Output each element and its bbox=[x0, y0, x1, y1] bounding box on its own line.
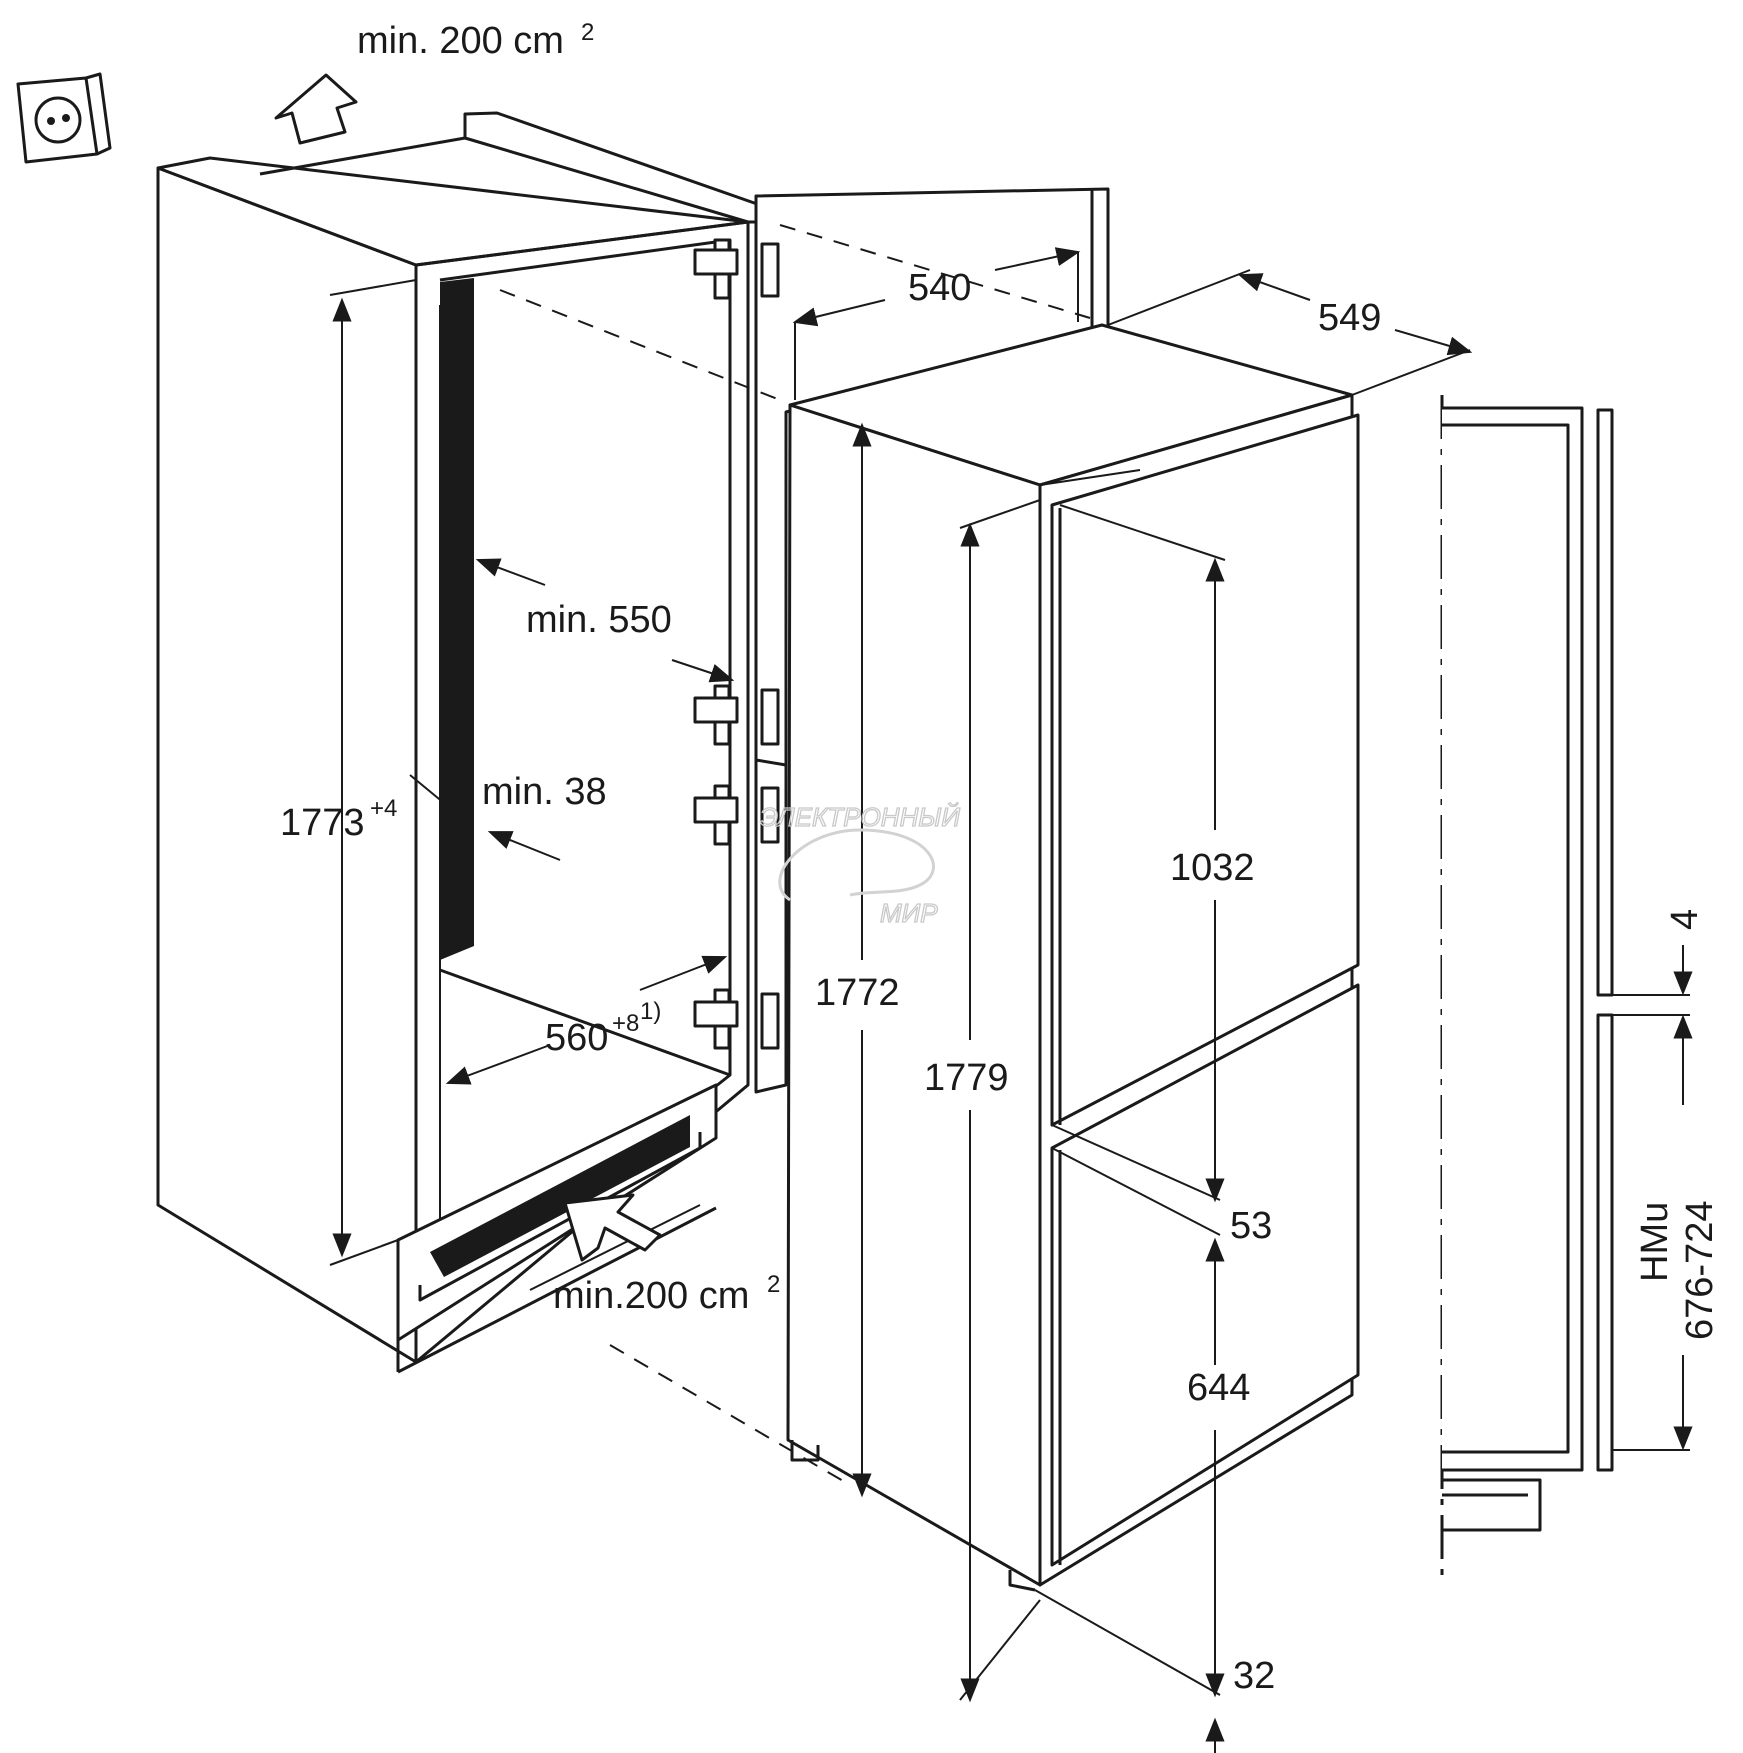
niche-width-label: 560 +8 1) bbox=[545, 998, 661, 1059]
svg-text:1): 1) bbox=[640, 998, 661, 1025]
width-label: 540 bbox=[908, 267, 971, 309]
svg-text:+4: +4 bbox=[370, 795, 397, 822]
appliance-height-label: 1772 bbox=[815, 972, 900, 1014]
niche-height-label: 1773 +4 bbox=[280, 795, 397, 844]
door-gap-label: 53 bbox=[1230, 1205, 1272, 1247]
svg-text:МИР: МИР bbox=[880, 898, 938, 928]
hmu-range-label: 676-724 bbox=[1679, 1201, 1721, 1340]
svg-text:min.200 cm: min.200 cm bbox=[553, 1275, 749, 1317]
gap-4-label: 4 bbox=[1664, 909, 1706, 930]
svg-text:min. 200 cm: min. 200 cm bbox=[357, 20, 564, 62]
svg-text:1773: 1773 bbox=[280, 802, 365, 844]
dimension-lines bbox=[332, 247, 1693, 1753]
svg-text:560: 560 bbox=[545, 1017, 608, 1059]
section-view bbox=[1440, 395, 1614, 1575]
vent-top-arrow bbox=[274, 73, 358, 145]
upper-door-label: 1032 bbox=[1170, 847, 1255, 889]
depth-label: 549 bbox=[1318, 297, 1381, 339]
hmu-title-label: HMu bbox=[1634, 1202, 1676, 1282]
min-depth-label: min. 550 bbox=[526, 599, 672, 641]
hinge-top bbox=[693, 238, 780, 300]
power-socket-icon bbox=[16, 72, 112, 164]
vent-bottom-label: min.200 cm 2 bbox=[553, 1271, 780, 1317]
svg-text:2: 2 bbox=[581, 19, 594, 46]
refrigerator bbox=[786, 323, 1360, 1592]
total-height-label: 1779 bbox=[924, 1057, 1009, 1099]
watermark-logo: ЭЛЕКТРОННЫЙ МИР bbox=[759, 801, 961, 928]
svg-text:+8: +8 bbox=[612, 1010, 639, 1037]
vent-top-label: min. 200 cm 2 bbox=[357, 19, 594, 62]
min-side-label: min. 38 bbox=[482, 771, 607, 813]
vent-bottom-arrow bbox=[563, 1193, 662, 1262]
hinge-bottom bbox=[693, 988, 780, 1050]
niche-cabinet bbox=[156, 111, 762, 1374]
svg-text:2: 2 bbox=[767, 1271, 780, 1298]
hinge-upper-mid bbox=[693, 684, 780, 746]
hinge-lower-mid bbox=[693, 784, 780, 846]
construction-lines bbox=[329, 224, 1690, 1701]
svg-text:ЭЛЕКТРОННЫЙ: ЭЛЕКТРОННЫЙ bbox=[760, 802, 960, 832]
lower-door-label: 644 bbox=[1187, 1367, 1250, 1409]
plinth-label: 32 bbox=[1233, 1655, 1275, 1697]
